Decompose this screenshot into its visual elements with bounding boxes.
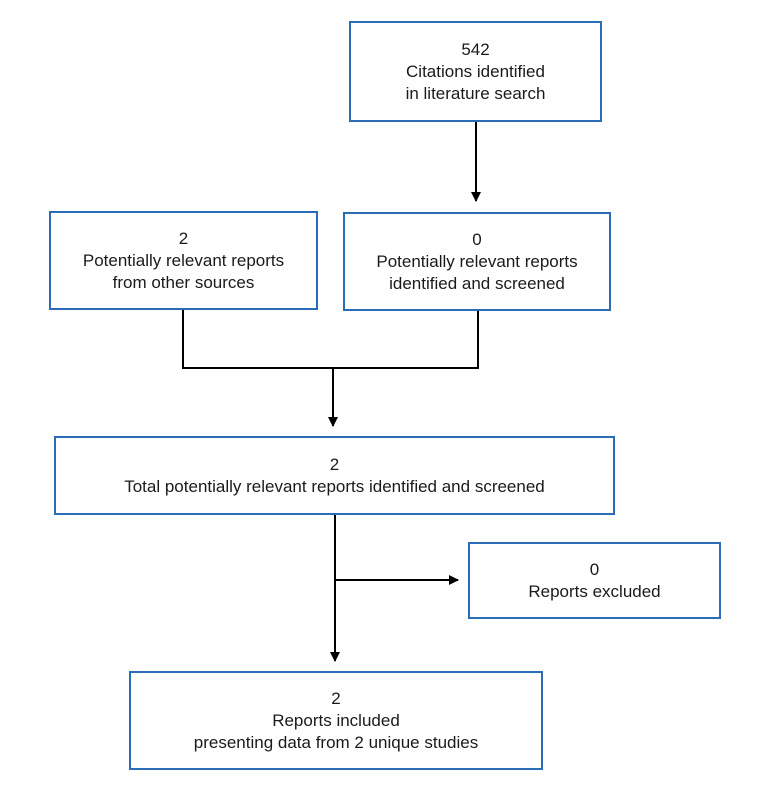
citations-label-line2: in literature search [405, 83, 546, 103]
screened-label-line1: Potentially relevant reports [376, 251, 578, 271]
screened-label-line2: identified and screened [389, 273, 565, 293]
reports-included-box: 2 Reports included presenting data from … [129, 671, 543, 770]
screened-count: 0 [472, 229, 482, 249]
included-label-line2: presenting data from 2 unique studies [193, 732, 479, 752]
citations-identified-box: 542 Citations identified in literature s… [349, 21, 602, 122]
total-label: Total potentially relevant reports ident… [124, 476, 545, 496]
included-count: 2 [331, 688, 341, 708]
other-sources-label-line2: from other sources [112, 272, 255, 292]
screened-reports-box: 0 Potentially relevant reports identifie… [343, 212, 611, 311]
total-count: 2 [329, 454, 340, 474]
other-sources-box: 2 Potentially relevant reports from othe… [49, 211, 318, 310]
merge-line-other-sources [182, 310, 479, 369]
total-screened-box: 2 Total potentially relevant reports ide… [54, 436, 615, 515]
other-sources-label-line1: Potentially relevant reports [82, 250, 285, 270]
reports-excluded-box: 0 Reports excluded [468, 542, 721, 619]
excluded-count: 0 [589, 559, 600, 579]
citations-label-line1: Citations identified [406, 61, 545, 81]
citations-count: 542 [461, 39, 490, 59]
other-sources-count: 2 [178, 228, 189, 248]
included-label-line1: Reports included [272, 710, 400, 730]
excluded-label: Reports excluded [528, 581, 661, 601]
